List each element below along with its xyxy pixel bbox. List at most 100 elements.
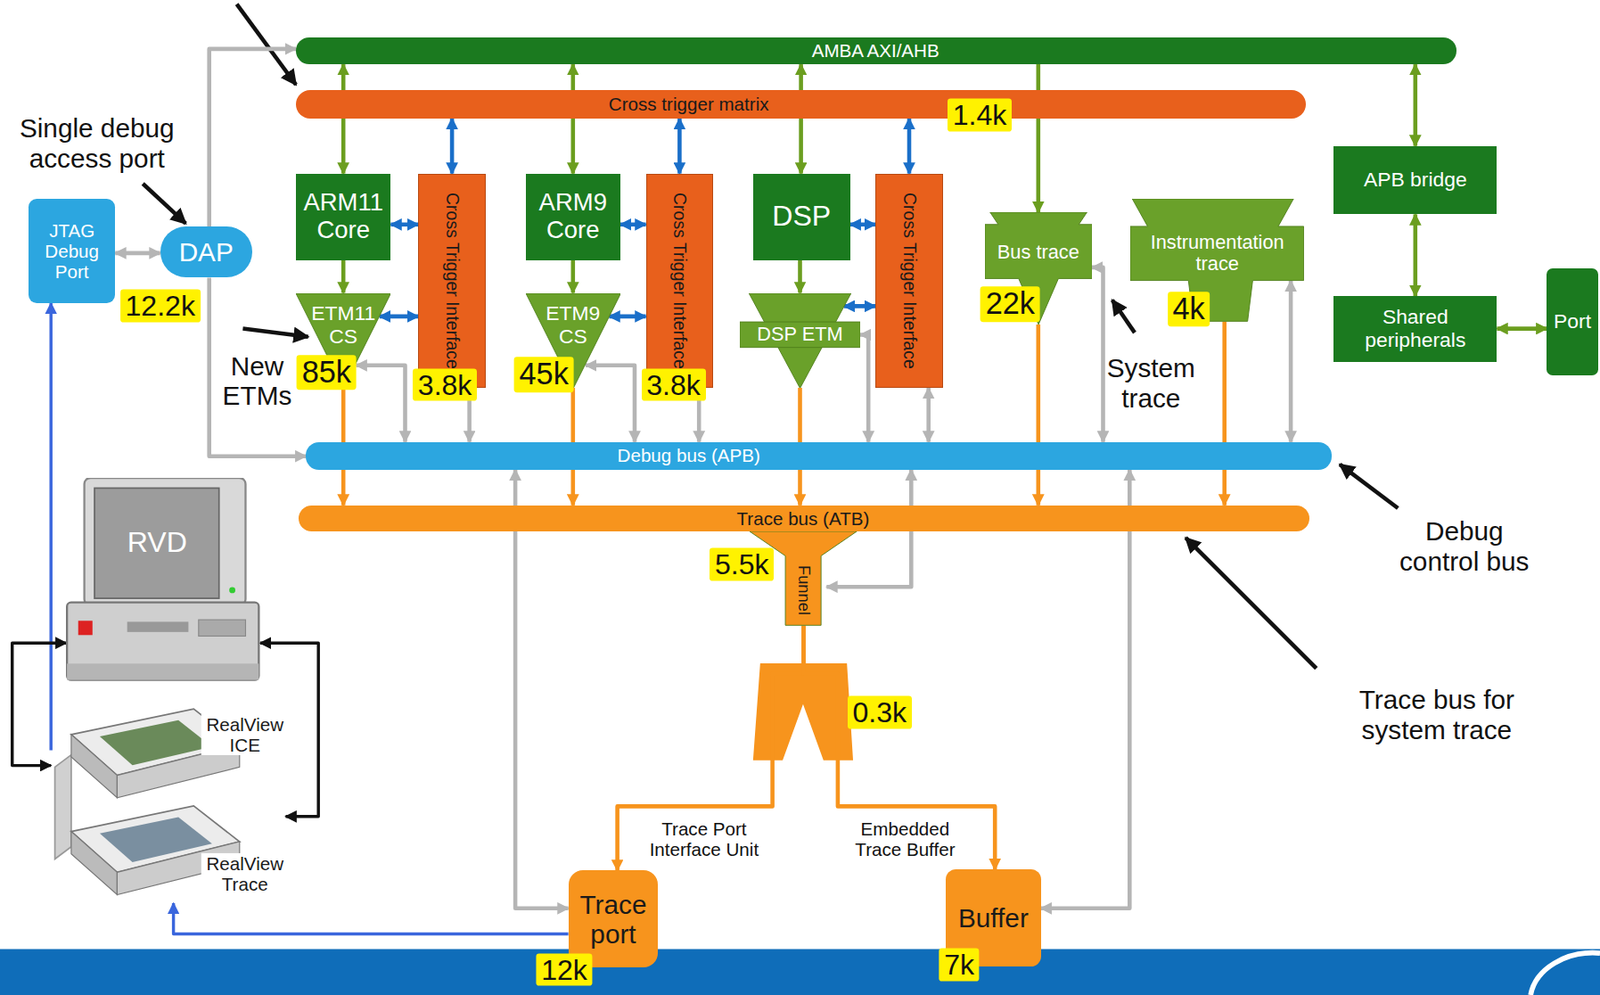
connector: [341, 64, 346, 174]
callout-number: 7k: [938, 947, 979, 981]
connector: [850, 222, 877, 228]
callout-number: 5.5k: [709, 548, 774, 582]
dap-pill: DAP: [160, 226, 253, 278]
computer-picture: [65, 477, 261, 682]
node-label: DSP ETM: [741, 323, 859, 345]
node-label: Port: [1548, 310, 1598, 334]
callout-number: 1.4k: [947, 98, 1012, 132]
etm-triangle: DSP ETM: [739, 293, 861, 388]
connector: [1288, 280, 1294, 443]
monitor-case: [84, 477, 247, 606]
debug-bus-bar: Debug bus (APB): [305, 442, 1331, 470]
peripheral-box: Shared peripherals: [1333, 295, 1497, 362]
drive-slot: [198, 619, 247, 636]
node-label: AMBA AXI/AHB: [722, 41, 1028, 62]
node-label: Buffer: [950, 902, 1037, 933]
connector: [907, 118, 912, 174]
connector: [1036, 324, 1042, 506]
connector: [1041, 469, 1131, 909]
trace-bus-bar: Trace bus (ATB): [298, 505, 1309, 533]
connector: [798, 64, 804, 174]
trace-source: Instrumentation trace: [1130, 198, 1305, 321]
node-label: Cross trigger matrix: [566, 93, 812, 115]
node-label: Trace bus (ATB): [700, 508, 905, 529]
leader-line: [242, 328, 308, 337]
connector: [209, 277, 307, 456]
edge-label: Embedded Trace Buffer: [845, 818, 966, 860]
node-label: RealView Trace: [201, 853, 289, 895]
node-label: Funnel: [794, 557, 813, 622]
node-label: ARM11 Core: [300, 189, 387, 246]
connector: [341, 260, 346, 294]
connector: [209, 49, 296, 227]
connector: [860, 335, 869, 443]
node-label: Cross Trigger Interface: [899, 183, 919, 378]
connector: [585, 365, 635, 443]
connector: [1091, 267, 1104, 443]
shape-fill: [1130, 198, 1305, 321]
logo-arc: [1530, 952, 1600, 995]
connector: [1413, 64, 1419, 147]
node-label: ETM11 CS: [300, 303, 386, 349]
core-box: ARM9 Core: [525, 173, 621, 261]
node-label: JTAG Debug Port: [32, 220, 112, 282]
node-label: RVD: [106, 526, 208, 559]
power-led: [229, 586, 237, 593]
annotation: Single debug access port: [8, 113, 187, 173]
connector: [797, 260, 803, 294]
node-label: Instrumentation trace: [1132, 231, 1303, 276]
connector: [1222, 321, 1227, 506]
node-label: APB bridge: [1337, 168, 1494, 192]
probe-icon: RealView ICERealView Trace: [50, 693, 286, 903]
connector: [926, 387, 931, 443]
drive-slot: [127, 621, 189, 632]
callout-number: 45k: [514, 356, 575, 392]
node-label: Bus trace: [987, 241, 1090, 263]
connector: [450, 118, 455, 174]
node-label: ETM9 CS: [530, 303, 616, 349]
callout-number: 12.2k: [120, 289, 201, 323]
node-label: Debug bus (APB): [586, 445, 791, 467]
cti-box: Cross Trigger Interface: [418, 173, 486, 388]
probe-front: [71, 734, 118, 798]
connector: [617, 625, 805, 871]
node-label: Trace port: [572, 889, 655, 950]
leader-line: [237, 4, 296, 85]
annotation: Debug control bus: [1393, 516, 1536, 576]
ribbon-cable: [55, 754, 72, 860]
leader-line: [142, 183, 186, 224]
probe-front: [71, 831, 118, 895]
connector: [677, 118, 682, 174]
callout-number: 0.3k: [847, 696, 912, 730]
base-foot: [67, 663, 260, 680]
connector: [173, 902, 569, 934]
core-box: ARM11 Core: [295, 173, 391, 261]
cross-trigger-bar: Cross trigger matrix: [295, 90, 1306, 119]
connector: [1496, 326, 1547, 331]
connector: [571, 260, 576, 294]
shape-fill: [739, 321, 861, 348]
core-box: DSP: [753, 173, 851, 261]
node-label: Cross Trigger Interface: [669, 183, 690, 378]
connector: [12, 642, 67, 765]
leader-line: [1339, 464, 1398, 509]
node-label: ARM9 Core: [529, 189, 616, 246]
port-box: Port: [1546, 268, 1598, 376]
bridge-box: APB bridge: [1333, 146, 1497, 215]
power-button: [78, 620, 93, 635]
node-label: DAP: [164, 237, 248, 267]
connector: [571, 64, 576, 174]
computer-base: [67, 601, 260, 680]
connector: [620, 222, 647, 228]
callout-number: 12k: [535, 952, 592, 986]
connector: [114, 251, 160, 256]
annotation: Trace bus for system trace: [1334, 684, 1539, 745]
connector: [608, 314, 646, 320]
callout-number: 4k: [1167, 291, 1211, 327]
computer-icon: RVD: [65, 477, 261, 682]
node-label: Shared peripherals: [1337, 306, 1494, 353]
system-bus-bar: AMBA AXI/AHB: [295, 37, 1457, 65]
leader-line: [1185, 537, 1317, 669]
edge-label: Trace Port Interface Unit: [634, 818, 774, 860]
annotation: New ETMs: [216, 351, 299, 411]
